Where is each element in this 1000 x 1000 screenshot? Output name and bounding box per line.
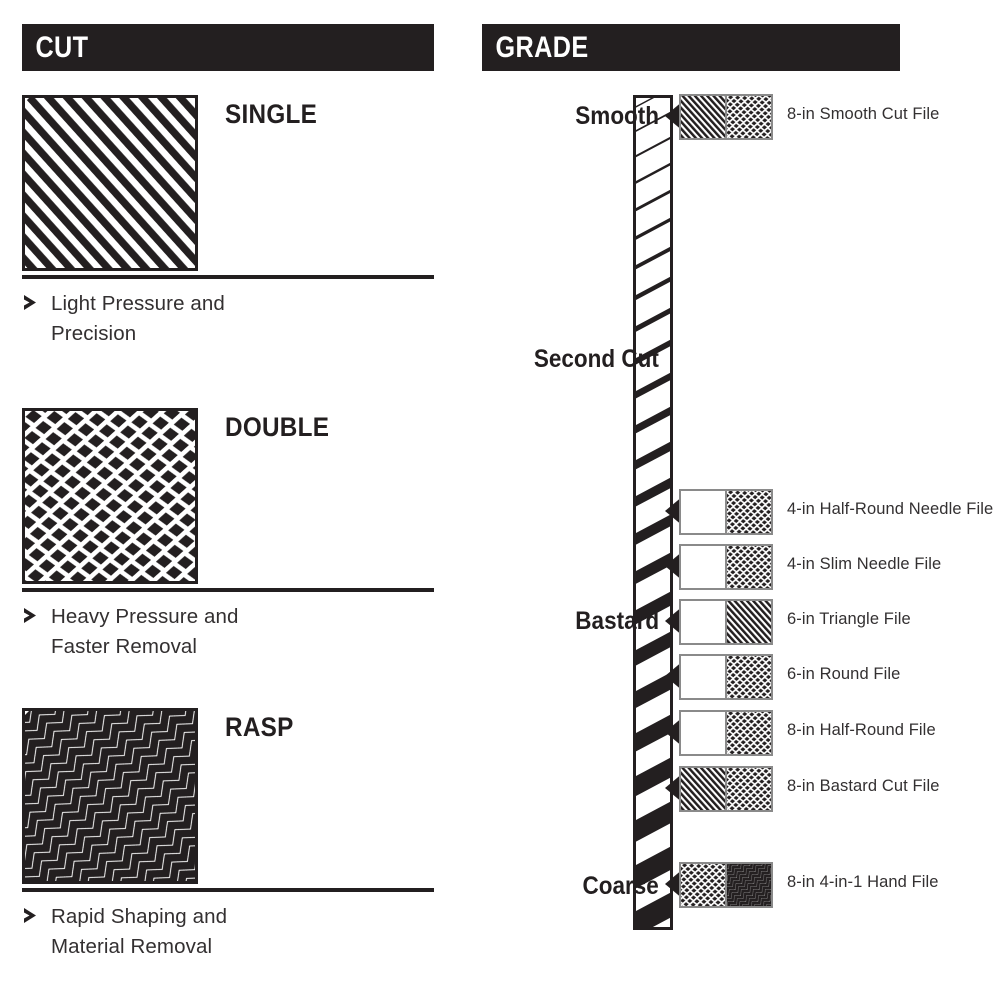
grade-cell-single xyxy=(681,96,725,138)
grade-row-label: 8-in Bastard Cut File xyxy=(787,777,940,795)
cut-description-single: Light Pressure and Precision xyxy=(22,289,422,349)
cut-swatch-rasp xyxy=(22,708,198,884)
pointer-arrow-icon xyxy=(665,661,683,691)
grade-cell-single xyxy=(725,601,771,643)
grade-cell-single xyxy=(681,768,725,810)
grade-cell-double xyxy=(725,656,771,698)
grade-row-swatches xyxy=(679,654,773,700)
pointer-arrow-icon xyxy=(665,606,683,636)
grade-row-swatches xyxy=(679,599,773,645)
grade-cell-double xyxy=(725,768,771,810)
grade-cell-double xyxy=(681,864,725,906)
grade-cell-empty xyxy=(681,712,725,754)
grade-cell-empty xyxy=(681,546,725,588)
grade-row-label: 4-in Half-Round Needle File xyxy=(787,500,994,518)
grade-cell-empty xyxy=(681,491,725,533)
grade-cell-double xyxy=(725,491,771,533)
grade-cell-empty xyxy=(681,601,725,643)
pointer-arrow-icon xyxy=(665,101,683,131)
pointer-arrow-icon xyxy=(665,773,683,803)
grade-label-second-cut: Second Cut xyxy=(533,345,659,373)
grade-row-label: 8-in Half-Round File xyxy=(787,721,936,739)
grade-row-label: 8-in 4-in-1 Hand File xyxy=(787,873,939,891)
cut-title-double: DOUBLE xyxy=(225,412,330,442)
cut-panel: CUT SINGLE Light Pressure and Precision xyxy=(0,0,460,1000)
arrow-bullet-icon xyxy=(24,608,36,623)
grade-section-header: GRADE xyxy=(482,24,900,71)
pointer-arrow-icon xyxy=(665,496,683,526)
cut-title-rasp: RASP xyxy=(225,712,294,742)
grade-row-swatches xyxy=(679,766,773,812)
cut-description-double: Heavy Pressure and Faster Removal xyxy=(22,602,422,662)
pointer-arrow-icon xyxy=(665,551,683,581)
pointer-arrow-icon xyxy=(665,717,683,747)
grade-cell-double xyxy=(725,712,771,754)
grade-label-bastard: Bastard xyxy=(575,607,659,635)
grade-row-swatches xyxy=(679,489,773,535)
grade-row-label: 6-in Triangle File xyxy=(787,610,911,628)
cut-header-label: CUT xyxy=(35,30,89,64)
cut-swatch-single xyxy=(22,95,198,271)
cut-divider-single xyxy=(22,275,434,279)
cut-block-rasp: RASP Rapid Shaping and Material Removal xyxy=(22,708,434,978)
grade-cell-double xyxy=(725,96,771,138)
grade-row-swatches xyxy=(679,710,773,756)
cut-description-text-double: Heavy Pressure and Faster Removal xyxy=(51,605,239,658)
cut-section-header: CUT xyxy=(22,24,434,71)
grade-label-coarse: Coarse xyxy=(582,872,659,900)
grade-panel: GRADE xyxy=(465,0,1000,1000)
grade-row-swatches xyxy=(679,862,773,908)
cut-block-single: SINGLE Light Pressure and Precision xyxy=(22,95,434,365)
pointer-arrow-icon xyxy=(665,869,683,899)
grade-row-swatches xyxy=(679,544,773,590)
cut-title-single: SINGLE xyxy=(225,99,318,129)
grade-row-label: 6-in Round File xyxy=(787,665,901,683)
grade-header-label: GRADE xyxy=(495,30,589,64)
grade-row-label: 4-in Slim Needle File xyxy=(787,555,942,573)
grade-cell-double xyxy=(725,546,771,588)
cut-divider-rasp xyxy=(22,888,434,892)
grade-row-swatches xyxy=(679,94,773,140)
arrow-bullet-icon xyxy=(24,295,36,310)
grade-cell-empty xyxy=(681,656,725,698)
cut-block-double: DOUBLE Heavy Pressure and Faster Removal xyxy=(22,408,434,678)
grade-cell-rasp xyxy=(725,864,771,906)
grade-row-label: 8-in Smooth Cut File xyxy=(787,105,940,123)
grade-label-smooth: Smooth xyxy=(575,102,659,130)
cut-description-rasp: Rapid Shaping and Material Removal xyxy=(22,902,422,962)
cut-description-text-single: Light Pressure and Precision xyxy=(51,292,225,345)
arrow-bullet-icon xyxy=(24,908,36,923)
cut-divider-double xyxy=(22,588,434,592)
cut-swatch-double xyxy=(22,408,198,584)
cut-description-text-rasp: Rapid Shaping and Material Removal xyxy=(51,905,228,958)
